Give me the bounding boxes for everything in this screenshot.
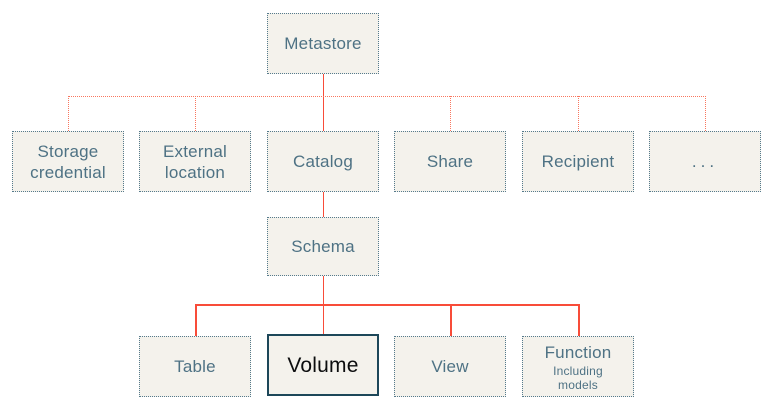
connector-metastore-catalog	[322, 74, 324, 131]
node-table-label: Table	[174, 357, 216, 376]
connector-metastore-storage-credential	[68, 96, 69, 131]
node-recipient: Recipient	[522, 131, 634, 192]
node-schema-label: Schema	[291, 237, 355, 256]
node-share: Share	[394, 131, 506, 192]
node-storage-credential-label: Storage credential	[30, 141, 106, 182]
node-schema: Schema	[267, 217, 379, 276]
connector-schema-view	[450, 304, 452, 336]
node-external-location-label: External location	[163, 141, 227, 182]
connector-schema-table	[195, 304, 197, 336]
connector-metastore-more	[704, 96, 706, 131]
connector-catalog-schema	[322, 192, 324, 217]
connector-metastore-children-horizontal	[68, 96, 706, 97]
node-volume-label: Volume	[287, 353, 359, 377]
node-external-location: External location	[139, 131, 251, 192]
connector-schema-children-horizontal	[195, 304, 579, 306]
node-view: View	[394, 336, 506, 397]
node-share-label: Share	[426, 152, 474, 171]
node-catalog-label: Catalog	[293, 152, 353, 171]
node-function: Function Including models	[522, 336, 634, 397]
node-recipient-label: Recipient	[541, 152, 615, 171]
connector-schema-function	[578, 304, 580, 336]
node-function-label: Function	[544, 342, 612, 362]
node-metastore: Metastore	[267, 13, 379, 74]
node-view-label: View	[431, 357, 469, 376]
node-catalog: Catalog	[267, 131, 379, 192]
connector-metastore-share	[450, 96, 451, 131]
node-table: Table	[139, 336, 251, 397]
node-more: ...	[649, 131, 761, 192]
node-more-label: ...	[691, 152, 719, 171]
connector-metastore-recipient	[578, 96, 579, 131]
node-function-sublabel: Including models	[553, 363, 603, 392]
node-volume: Volume	[267, 334, 379, 396]
connector-metastore-external-location	[195, 96, 196, 131]
node-metastore-label: Metastore	[284, 34, 362, 53]
node-storage-credential: Storage credential	[12, 131, 124, 192]
